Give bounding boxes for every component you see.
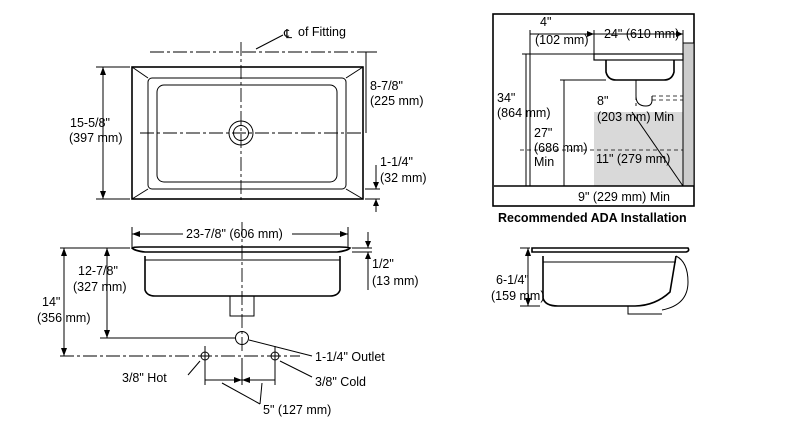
ada-sink (605, 60, 675, 81)
side-view: 6-1/4" (159 mm) (491, 247, 690, 315)
top-view: ℄ of Fitting 8-7/8" (225 mm) 15-5/8" (39… (69, 25, 427, 212)
front-rim (130, 246, 352, 253)
dim-225mm: (225 mm) (370, 94, 423, 108)
trap (635, 80, 653, 107)
bowl-outline (147, 77, 347, 190)
bowl-inner-outline (156, 84, 338, 183)
sink-rim-outline (131, 66, 364, 200)
dim-159mm: (159 mm) (491, 289, 544, 303)
hot-label: 3/8" Hot (122, 371, 167, 385)
cl-of-fitting-label: of Fitting (298, 25, 346, 39)
ada-dim-8in: 8" (597, 94, 608, 108)
ada-min-label: Min (534, 155, 554, 169)
ada-dim-203mm: (203 mm) Min (597, 110, 674, 124)
side-rim (531, 247, 690, 253)
ada-dim-24in: 24" (610 mm) (604, 27, 679, 41)
knee-clearance-zone (594, 112, 683, 186)
ada-dim-686mm: (686 mm) (534, 141, 587, 155)
dim-1-1-4: 1-1/4" (380, 155, 413, 169)
dim-32mm: (32 mm) (380, 171, 427, 185)
dim-14: 14" (42, 295, 60, 309)
dim-356mm: (356 mm) (37, 311, 90, 325)
side-bowl (542, 255, 677, 307)
ada-dim-102mm: (102 mm) (535, 33, 588, 47)
dim-12-7-8: 12-7/8" (78, 264, 118, 278)
dim-15-5-8: 15-5/8" (70, 116, 110, 130)
ada-dim-11in: 11" (279 mm) (596, 152, 670, 166)
ada-dim-27in: 27" (534, 126, 552, 140)
dim-13mm: (13 mm) (372, 274, 419, 288)
dim-1-2: 1/2" (372, 257, 394, 271)
dim-327mm: (327 mm) (73, 280, 126, 294)
front-view: 23-7/8" (606 mm) 1/2" (13 mm) 12-7/8" (3… (37, 222, 419, 417)
ada-caption: Recommended ADA Installation (498, 211, 687, 225)
ada-dim-9in: 9" (229 mm) Min (578, 190, 670, 204)
ada-dim-4in: 4" (540, 15, 551, 29)
front-bowl (144, 256, 341, 297)
counter (593, 53, 684, 61)
ada-installation: 4" (102 mm) 24" (610 mm) 34" (864 mm) 27… (492, 13, 695, 225)
outlet-label: 1-1/4" Outlet (315, 350, 385, 364)
dim-397mm: (397 mm) (69, 131, 122, 145)
dim-5in: 5" (127 mm) (263, 403, 331, 417)
ada-dim-34in: 34" (497, 91, 515, 105)
dim-6-1-4: 6-1/4" (496, 273, 529, 287)
dim-23-7-8: 23-7/8" (606 mm) (186, 227, 283, 241)
dim-8-7-8: 8-7/8" (370, 79, 403, 93)
ada-dim-864mm: (864 mm) (497, 106, 550, 120)
overflow (661, 255, 689, 311)
wall (682, 42, 695, 187)
cold-label: 3/8" Cold (315, 375, 366, 389)
cl-symbol: ℄ (283, 27, 293, 41)
